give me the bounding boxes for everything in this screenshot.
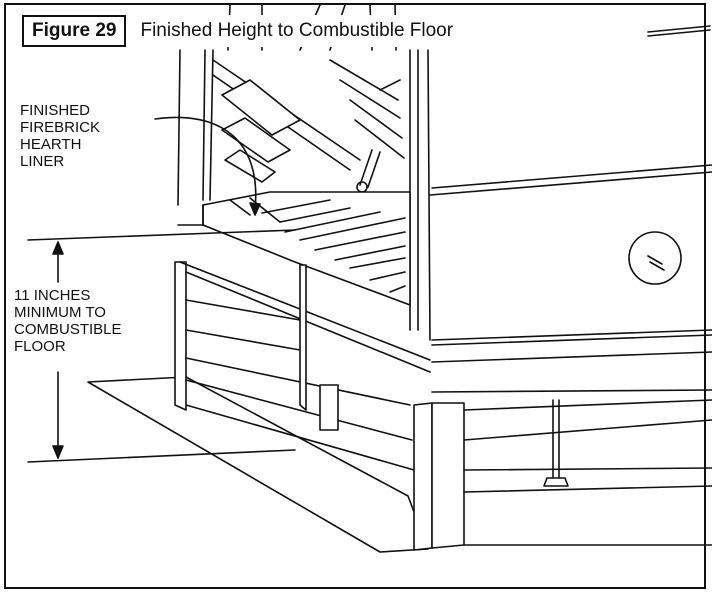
firebrick-hearth-liner xyxy=(177,191,411,306)
figure-border xyxy=(4,3,706,589)
figure-title: Finished Height to Combustible Floor xyxy=(126,20,458,42)
liner-leader-arrow xyxy=(154,116,261,216)
clearance-dimension xyxy=(27,229,296,463)
firebox-interior xyxy=(212,59,405,193)
figure-header: Figure 29 Finished Height to Combustible… xyxy=(22,15,458,47)
hearth-liner-callout: FINISHED FIREBRICK HEARTH LINER xyxy=(20,102,101,170)
firebox-body xyxy=(177,4,712,393)
support-base xyxy=(174,261,712,551)
access-port xyxy=(628,231,682,285)
clearance-callout: 11 INCHES MINIMUM TO COMBUSTIBLE FLOOR xyxy=(14,287,122,355)
figure-number: Figure 29 xyxy=(22,15,127,47)
